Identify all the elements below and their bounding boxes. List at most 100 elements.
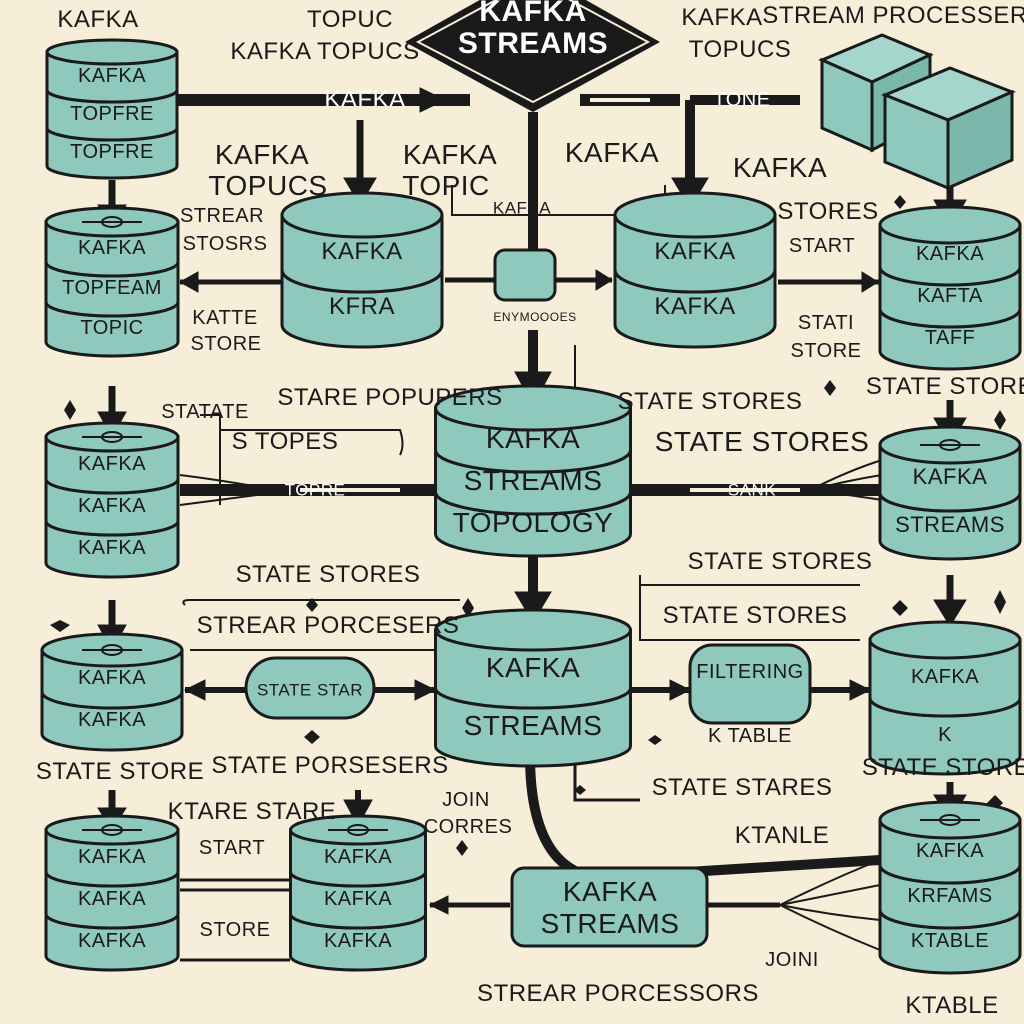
node-c6: [289, 814, 427, 972]
node-c9-label: KAFKA: [915, 243, 985, 266]
node-ks_center-label: STREAMS: [463, 710, 603, 741]
label-sank: SANK: [727, 480, 777, 500]
label-state-porsesers: STATE PORSESERS: [211, 752, 449, 779]
cylinder-cap: [280, 191, 444, 239]
node-c3-label: KAFKA: [77, 453, 147, 476]
rect-nodes: [244, 248, 812, 948]
cylinder-layer: [289, 912, 427, 972]
node-c1-label: TOPFRE: [70, 103, 154, 126]
label-state-stores-4: STATE STORES: [687, 548, 873, 575]
node-c6-label: KAFKA: [323, 846, 393, 869]
label-kafka-small: KAFKA: [492, 198, 552, 218]
label-kafka-topucs-top: KAFKA TOPUCS: [230, 38, 420, 65]
label-s-topes: S TOPES: [231, 428, 339, 455]
node-c4: [40, 632, 184, 752]
node-topology-label: STREAMS: [463, 464, 603, 496]
label-stare-popupers: STARE POPUPERS: [277, 384, 503, 411]
cylinder-layer: [45, 88, 179, 142]
node-c10: [878, 425, 1022, 561]
node-topology: [434, 384, 632, 558]
label-ktanle: KTANLE: [734, 822, 830, 849]
label-strear: STREAR: [179, 205, 265, 227]
cylinder-cap: [434, 384, 632, 432]
cylinder-nodes: [40, 38, 1022, 975]
cylinder-layer: [44, 828, 180, 888]
label-state-stores-2: STATE STORES: [654, 426, 870, 457]
node-c1-label: KAFKA: [77, 65, 147, 88]
state-star-node: [244, 656, 376, 720]
node-ks-bottom-label: KAFKA: [562, 876, 658, 907]
cylinder-layer: [44, 519, 180, 579]
node-c4-label: KAFKA: [77, 709, 147, 732]
label-kafka-mid-right: KAFKA: [564, 137, 660, 168]
node-c12-label: KAFKA: [915, 839, 985, 862]
label-strear-porcesers: STREAR PORCESERS: [196, 612, 460, 639]
label-tone: TONE: [713, 89, 771, 111]
label-state-star-node: STATE STAR: [256, 680, 364, 700]
label-stati: STATI: [797, 312, 855, 334]
label-katte-store: STORE: [190, 333, 262, 355]
cylinder-layer: [44, 870, 180, 930]
label-statate: STATATE: [161, 401, 249, 423]
label-state-stares: STATE STARES: [651, 774, 833, 801]
label-corner-kafka: KAFKA: [57, 6, 139, 33]
node-c1-label: TOPFRE: [70, 141, 154, 164]
node-c10-label: STREAMS: [895, 512, 1005, 538]
cylinder-cap: [878, 205, 1022, 245]
label-state-store-left: STATE STORE: [35, 758, 205, 785]
label-start-right: START: [788, 235, 856, 257]
cylinder-cap: [613, 191, 777, 239]
cylinder-cap: [868, 620, 1022, 660]
node-c5-label: KAFKA: [77, 888, 147, 911]
label-store-bottom: STORE: [199, 919, 271, 941]
title-diamond: [405, 0, 660, 112]
label-state-store-right2: STATE STORE: [861, 754, 1024, 781]
node-c1: [45, 38, 179, 180]
label-kafka-topic-mid-1: KAFKA: [402, 139, 498, 170]
filtering-node: [688, 643, 812, 725]
node-c7-label: KFRA: [328, 293, 396, 321]
node-c12-label: KTABLE: [910, 929, 990, 952]
node-c2: [44, 206, 180, 358]
node-ks-bottom-label: STREAMS: [540, 908, 680, 939]
label-kafka-topucs-left-1: KAFKA: [214, 139, 310, 170]
label-start-bottom: START: [198, 837, 266, 859]
cylinder-layer: [289, 870, 427, 930]
node-c12-label: KRFAMS: [907, 884, 993, 907]
node-c7-label: KAFKA: [321, 238, 403, 266]
node-c11-label: KAFKA: [910, 666, 980, 689]
label-ktare-stare: KTARE STARE: [167, 798, 337, 825]
label-state-stores-3: STATE STORES: [235, 561, 421, 588]
label-stores-right: STORES: [777, 198, 879, 225]
node-c5-label: KAFKA: [77, 846, 147, 869]
node-c2-label: TOPFEAM: [62, 277, 162, 300]
node-topology-label: KAFKA: [485, 422, 581, 454]
label-enymoooes: ENYMOOOES: [493, 310, 577, 324]
cylinder-layer: [434, 686, 632, 768]
node-c2-label: TOPIC: [80, 317, 144, 340]
node-c6-label: KAFKA: [323, 930, 393, 953]
label-stream-processer: STREAM PROCESSER: [762, 2, 1024, 29]
small-kafka-box: [493, 248, 557, 302]
label-kafka-arrow: KAFKA: [324, 86, 406, 113]
cylinder-layer: [44, 435, 180, 495]
cylinder-layer: [868, 638, 1022, 718]
node-c11: [868, 620, 1022, 776]
stream-processor-boxes: [818, 33, 1016, 191]
label-topre: TOPRE: [284, 480, 346, 500]
node-c2-label: KAFKA: [77, 237, 147, 260]
cylinder-layer: [434, 628, 632, 710]
title-line-2: STREAMS: [457, 27, 609, 60]
label-stosrs: STOSRS: [182, 233, 268, 255]
label-topuc: TOPUC: [306, 6, 394, 33]
node-ks_center: [434, 608, 632, 768]
node-c7: [280, 191, 444, 349]
node-c8-label: KAFKA: [654, 293, 736, 321]
label-filtering: FILTERING: [696, 661, 804, 683]
node-c6-label: KAFKA: [323, 888, 393, 911]
node-c3-label: KAFKA: [77, 495, 147, 518]
node-c3: [44, 421, 180, 579]
label-k-table: K TABLE: [708, 725, 792, 747]
cylinder-layer: [289, 828, 427, 888]
